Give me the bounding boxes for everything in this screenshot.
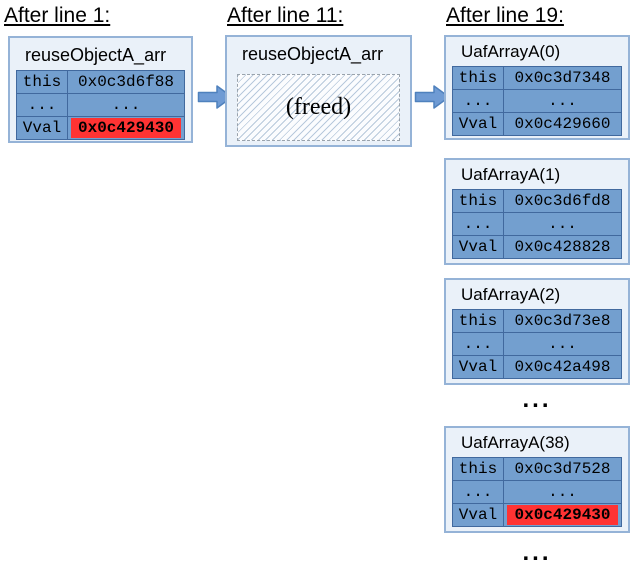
table-row: ... ... [452,212,622,236]
field-value: 0x0c428828 [503,235,622,259]
box-title: UafArrayA(2) [461,285,561,304]
table-row: ... ... [16,93,185,117]
field-label: ... [452,212,504,236]
field-label: this [16,70,68,94]
uaf-array-box-2: UafArrayA(2) this 0x0c3d73e8 ... ... Vva… [444,278,630,385]
field-label: Vval [452,235,504,259]
field-value: 0x0c3d7348 [503,66,622,90]
box-title: UafArrayA(38) [461,433,570,452]
field-label: Vval [16,116,68,140]
memory-table: this 0x0c3d7528 ... ... Vval 0x0c429430 [452,457,622,527]
field-value: 0x0c3d73e8 [503,309,622,333]
table-row: Vval 0x0c42a498 [452,355,622,379]
field-value: 0x0c42a498 [503,355,622,379]
uaf-array-box-0: UafArrayA(0) this 0x0c3d7348 ... ... Vva… [444,35,630,140]
freed-label: (freed) [285,94,352,120]
field-label: this [452,309,504,333]
field-label: ... [452,332,504,356]
field-label: Vval [452,355,504,379]
field-value: ... [503,332,622,356]
field-value: 0x0c3d7528 [503,457,622,481]
table-row: this 0x0c3d6fd8 [452,189,622,213]
heading-after-line-1: After line 1: [4,4,111,27]
field-value: 0x0c3d6f88 [67,70,185,94]
memory-table: this 0x0c3d6f88 ... ... Vval 0x0c429430 [16,70,185,140]
table-row: ... ... [452,332,622,356]
table-row: Vval 0x0c429430 [452,503,622,527]
field-value-highlighted: 0x0c429430 [67,116,185,140]
memory-table: this 0x0c3d7348 ... ... Vval 0x0c429660 [452,66,622,136]
ellipsis-more-arrays: ... [522,386,552,413]
heading-after-line-11: After line 11: [227,4,344,27]
field-label: this [452,66,504,90]
box-title: UafArrayA(0) [461,42,561,61]
right-arrow-icon [414,85,450,109]
field-value-highlighted: 0x0c429430 [503,503,622,527]
table-row: Vval 0x0c428828 [452,235,622,259]
table-row: ... ... [452,89,622,113]
field-value: ... [67,93,185,117]
highlighted-address: 0x0c429430 [507,505,618,525]
field-value: ... [503,89,622,113]
box-title: reuseObjectA_arr [242,44,384,64]
box-title: UafArrayA(1) [461,165,561,184]
table-row: this 0x0c3d7528 [452,457,622,481]
field-label: Vval [452,503,504,527]
field-value: ... [503,212,622,236]
field-label: this [452,457,504,481]
field-label: ... [452,89,504,113]
table-row: this 0x0c3d73e8 [452,309,622,333]
memory-table: this 0x0c3d6fd8 ... ... Vval 0x0c428828 [452,189,622,259]
table-row: this 0x0c3d6f88 [16,70,185,94]
field-label: ... [452,480,504,504]
reuse-object-box-line11: reuseObjectA_arr (freed) [225,35,412,147]
table-row: Vval 0x0c429430 [16,116,185,140]
heading-after-line-19: After line 19: [446,4,564,27]
box-title: reuseObjectA_arr [25,45,167,65]
memory-table: this 0x0c3d73e8 ... ... Vval 0x0c42a498 [452,309,622,379]
reuse-object-box-line1: reuseObjectA_arr this 0x0c3d6f88 ... ...… [8,36,193,143]
freed-memory-region: (freed) [237,74,400,141]
highlighted-address: 0x0c429430 [71,118,181,138]
field-value: ... [503,480,622,504]
table-row: ... ... [452,480,622,504]
field-value: 0x0c429660 [503,112,622,136]
table-row: Vval 0x0c429660 [452,112,622,136]
uaf-array-box-1: UafArrayA(1) this 0x0c3d6fd8 ... ... Vva… [444,158,630,265]
right-arrow-icon [197,85,233,109]
table-row: this 0x0c3d7348 [452,66,622,90]
field-label: this [452,189,504,213]
uaf-array-box-38: UafArrayA(38) this 0x0c3d7528 ... ... Vv… [444,426,630,533]
field-value: 0x0c3d6fd8 [503,189,622,213]
field-label: ... [16,93,68,117]
field-label: Vval [452,112,504,136]
ellipsis-more-arrays: ... [522,539,552,566]
